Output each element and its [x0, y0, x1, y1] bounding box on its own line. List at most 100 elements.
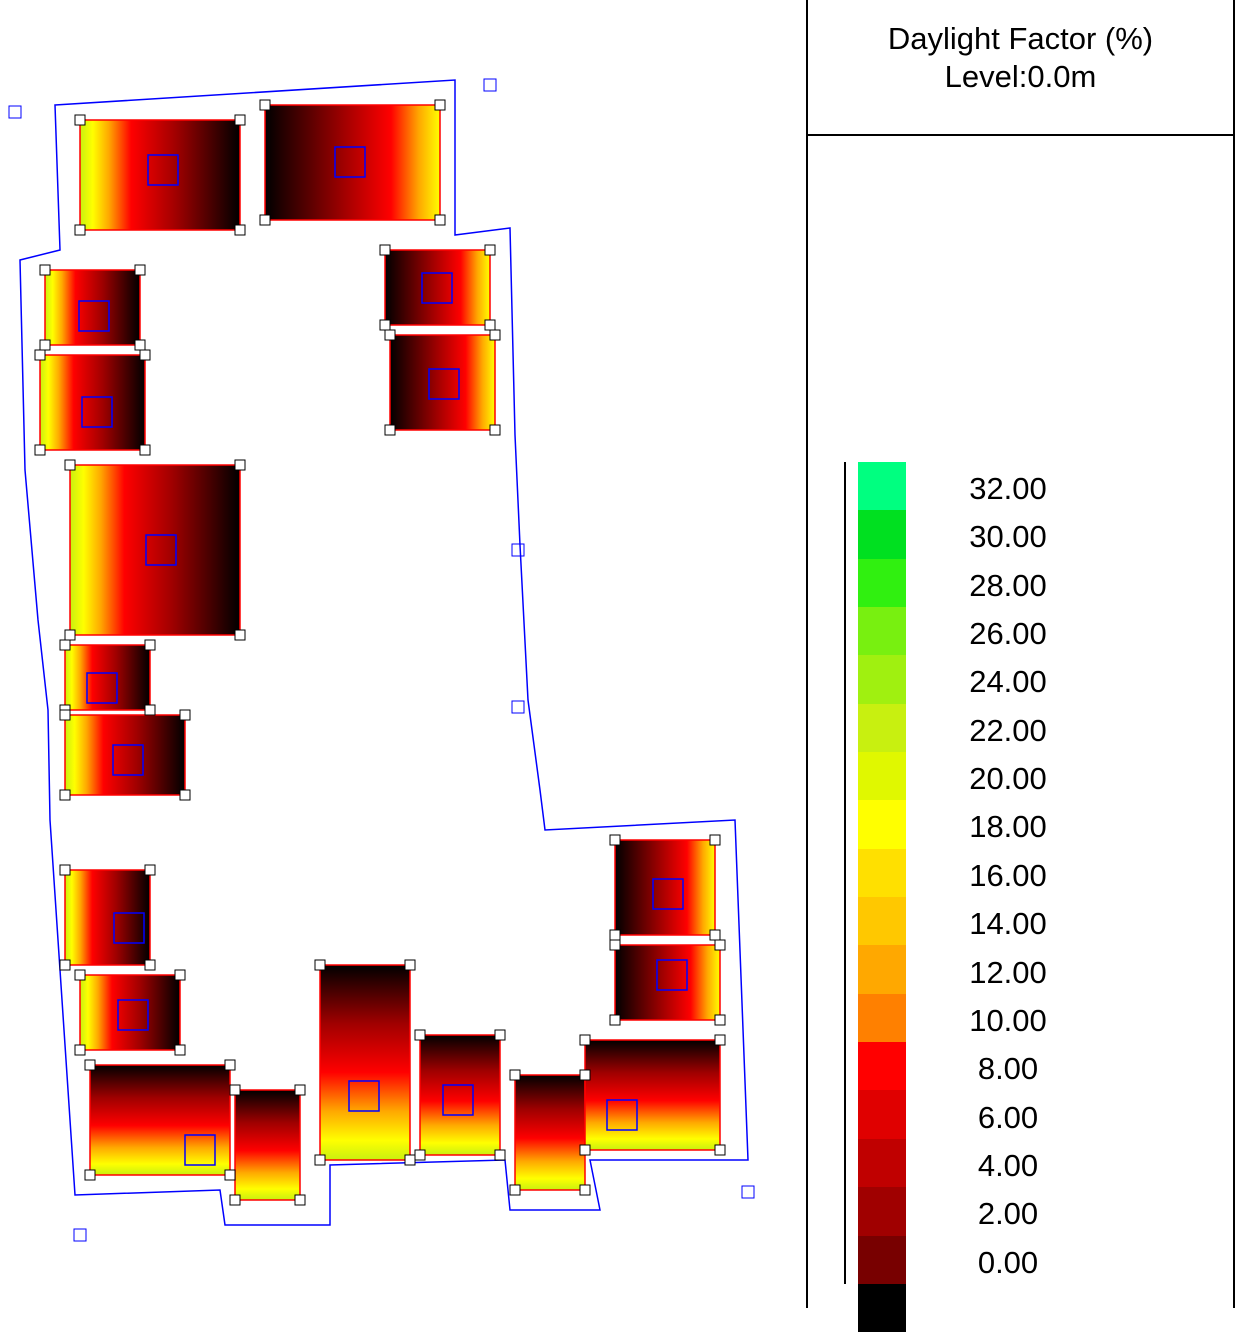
vertex-node [494, 1029, 506, 1041]
sensor-marker [145, 534, 177, 566]
vertex-node [234, 629, 246, 641]
sensor-marker [348, 1080, 380, 1112]
vertex-node [59, 959, 71, 971]
legend-tick-label: 28.00 [969, 567, 1047, 603]
vertex-node [579, 1034, 591, 1046]
floor-plan-daylight-map [8, 78, 755, 1242]
vertex-node [144, 864, 156, 876]
legend-swatch [858, 897, 906, 946]
vertex-node [714, 939, 726, 951]
room-daylight-zone [234, 1089, 301, 1201]
legend-tick-label: 8.00 [977, 1051, 1039, 1087]
legend-swatch [858, 945, 906, 994]
site-outline [19, 79, 749, 1226]
room-daylight-zone [44, 269, 141, 346]
legend-swatch [858, 1138, 906, 1188]
room-daylight-zone [584, 1039, 721, 1151]
sensor-marker [78, 300, 110, 332]
vertex-node [609, 929, 621, 941]
sensor-marker [81, 396, 113, 428]
legend-swatch [858, 558, 906, 608]
vertex-node [494, 1149, 506, 1161]
vertex-node [414, 1149, 426, 1161]
sensor-marker [147, 154, 179, 186]
legend-swatch [858, 993, 906, 1043]
vertex-node [224, 1169, 236, 1181]
room-daylight-zone [614, 944, 721, 1021]
vertex-node [579, 1144, 591, 1156]
room-daylight-zone [64, 714, 186, 796]
vertex-node [384, 424, 396, 436]
vertex-node [74, 969, 86, 981]
sensor-marker [334, 146, 366, 178]
vertex-node [314, 1154, 326, 1166]
vertex-node [484, 244, 496, 256]
room-daylight-zone [69, 464, 241, 636]
vertex-node [229, 1194, 241, 1206]
room-daylight-zone [89, 1064, 231, 1176]
sensor-marker [606, 1099, 638, 1131]
vertex-node [59, 864, 71, 876]
vertex-node [379, 319, 391, 331]
vertex-node [139, 349, 151, 361]
legend-swatch [858, 1090, 906, 1139]
legend-swatch [858, 462, 906, 511]
vertex-node [234, 114, 246, 126]
legend-tick-label: 26.00 [969, 616, 1047, 652]
room-daylight-zone [384, 249, 491, 326]
vertex-node [144, 704, 156, 716]
legend-subtitle: Level:0.0m [944, 59, 1097, 94]
vertex-node [489, 424, 501, 436]
vertex-node [234, 459, 246, 471]
scale-axis-line [844, 462, 846, 1284]
room-daylight-zone [64, 869, 151, 966]
vertex-node [709, 929, 721, 941]
vertex-node [134, 264, 146, 276]
vertex-node [484, 319, 496, 331]
color-scale [858, 462, 906, 1332]
vertex-node [709, 834, 721, 846]
vertex-node [579, 1184, 591, 1196]
vertex-node [714, 1144, 726, 1156]
room-daylight-zone [39, 354, 146, 451]
vertex-node [174, 1044, 186, 1056]
legend-tick-label: 20.00 [969, 761, 1047, 797]
vertex-node [84, 1169, 96, 1181]
legend-swatch [858, 607, 906, 656]
vertex-node [259, 99, 271, 111]
outline-marker [511, 700, 525, 714]
vertex-node [174, 969, 186, 981]
vertex-node [714, 1034, 726, 1046]
legend-swatch [858, 752, 906, 801]
legend-swatch [858, 655, 906, 704]
outline-marker [73, 1228, 87, 1242]
sensor-marker [442, 1084, 474, 1116]
room-daylight-zone [419, 1034, 501, 1156]
legend-swatch [858, 800, 906, 849]
legend-tick-label: 12.00 [969, 954, 1047, 990]
vertex-node [414, 1029, 426, 1041]
vertex-node [579, 1069, 591, 1081]
vertex-node [509, 1184, 521, 1196]
sensor-markers [78, 146, 688, 1166]
sensor-marker [117, 999, 149, 1031]
vertex-node [134, 339, 146, 351]
legend-header: Daylight Factor (%) Level:0.0m [808, 0, 1233, 136]
room-daylight-zone [64, 644, 151, 711]
vertex-node [144, 639, 156, 651]
vertex-node [84, 1059, 96, 1071]
vertex-node [489, 329, 501, 341]
vertex-node [404, 1154, 416, 1166]
vertex-node [314, 959, 326, 971]
vertex-node [64, 459, 76, 471]
vertex-node [434, 214, 446, 226]
vertex-node [179, 709, 191, 721]
sensor-marker [421, 272, 453, 304]
legend-swatch [858, 1042, 906, 1091]
vertex-node [34, 444, 46, 456]
legend-tick-label: 22.00 [969, 712, 1047, 748]
vertex-node [74, 224, 86, 236]
vertex-node [139, 444, 151, 456]
legend-tick-label: 10.00 [969, 1002, 1047, 1038]
